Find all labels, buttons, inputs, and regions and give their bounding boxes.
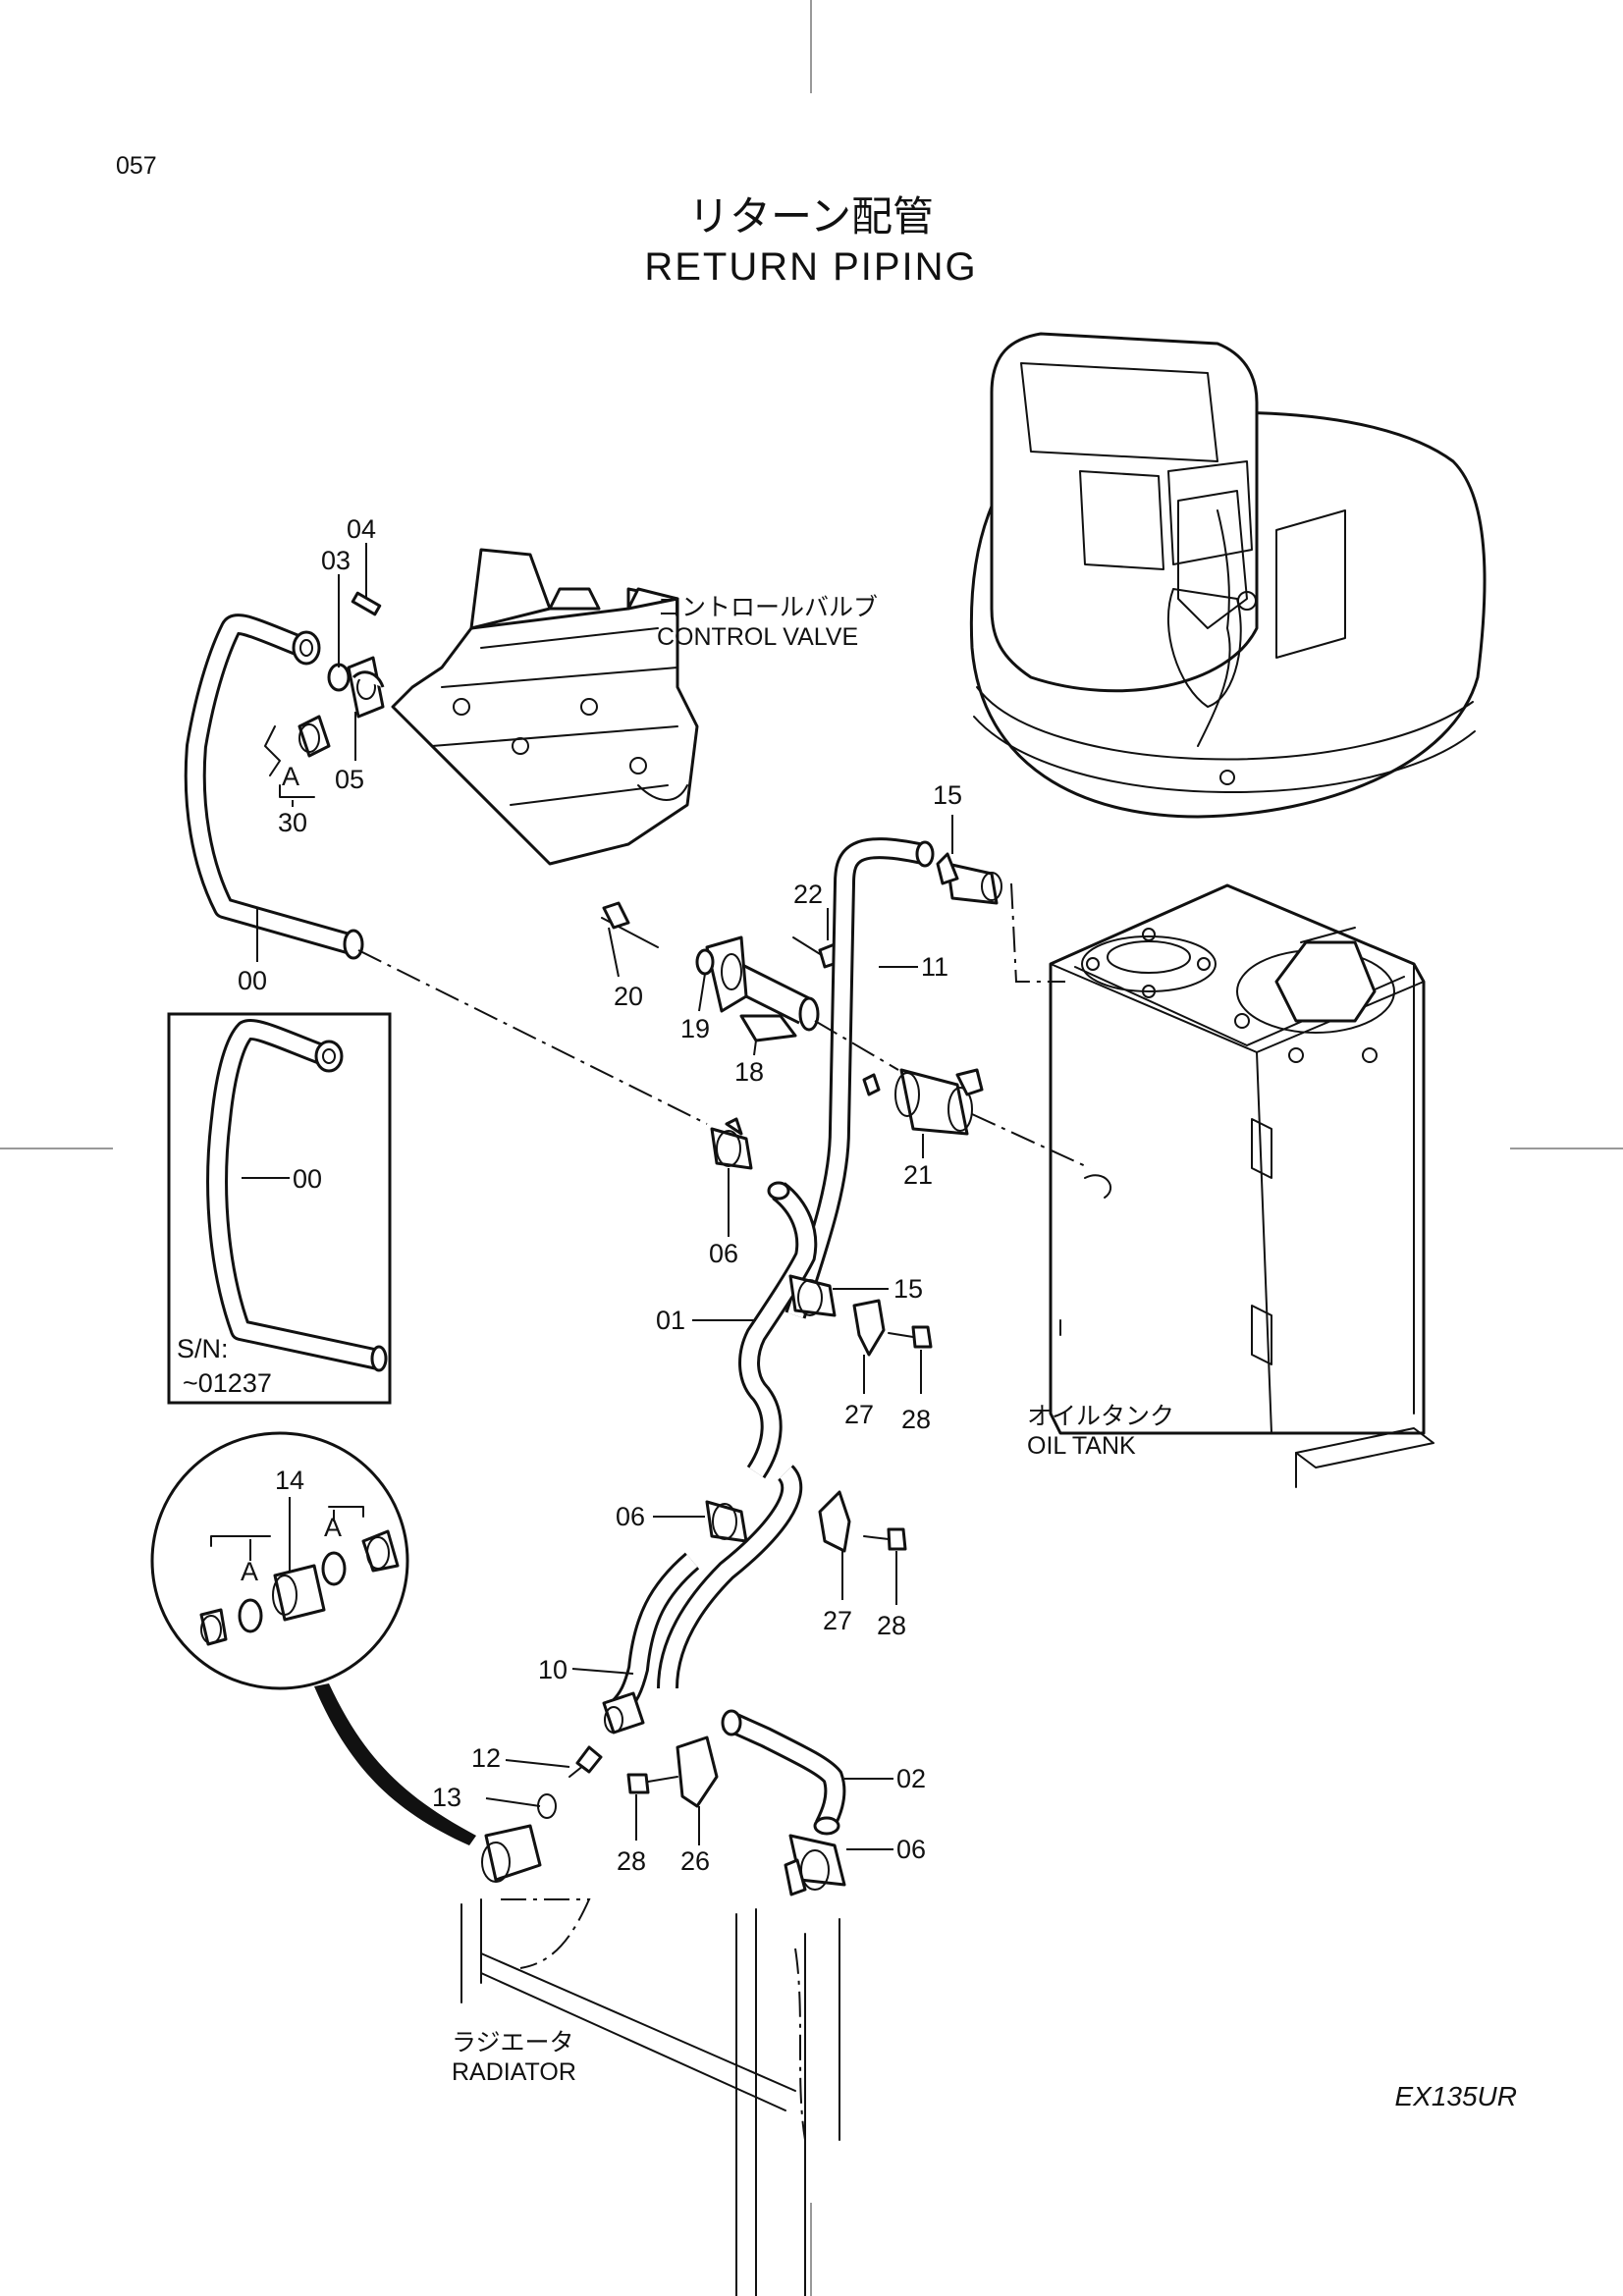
detail-circle [150,1431,476,1845]
clamp-15-middle [788,1274,837,1317]
part-18: 18 [734,1057,764,1087]
part-01: 01 [656,1306,685,1335]
clamp-06-middle [705,1500,748,1543]
title-japanese: リターン配管 [688,193,934,240]
part-06-upper: 06 [709,1239,738,1268]
part-02: 02 [896,1764,926,1793]
radiator-illustration [460,1898,840,2296]
part-12: 12 [471,1743,501,1773]
part-04: 04 [347,514,376,544]
part-28-upper: 28 [901,1405,931,1434]
part-a-upper: A [282,762,299,791]
part-27-upper: 27 [844,1400,874,1429]
detail-a-bracket-upper [279,784,315,798]
inset-serial-variant [167,1012,392,1405]
leader-lines [256,543,953,1850]
part-28-bottom: 28 [617,1846,646,1876]
fitting-12-13 [481,1745,603,1883]
title-english: RETURN PIPING [644,245,977,289]
clamp-06-lower [784,1834,846,1896]
part-26: 26 [680,1846,710,1876]
pipe-00 [184,614,364,960]
part-10: 10 [538,1655,568,1684]
control-valve-label-en: CONTROL VALVE [657,623,858,651]
bracket-27-lower [818,1490,907,1553]
hose-21 [894,1068,984,1136]
model-code: EX135UR [1394,2081,1517,2111]
radiator-label-en: RADIATOR [452,2058,576,2086]
control-valve-label-ja: コントロールバルブ [657,594,878,621]
part-11: 11 [921,952,948,982]
inset-part-00: 00 [293,1164,322,1194]
oil-tank-label-ja: オイルタンク [1027,1403,1174,1430]
bracket-27-upper [852,1299,933,1357]
pipe-01-branch [657,1465,803,1689]
part-22: 22 [793,880,823,909]
control-valve-illustration [391,548,699,866]
part-15-middle: 15 [893,1274,923,1304]
pipe-01 [738,1181,818,1479]
clamp-06-upper [710,1117,753,1170]
oil-tank-label-en: OIL TANK [1027,1432,1136,1460]
part-28-lower: 28 [877,1611,906,1640]
flange-fittings-upper [298,591,385,758]
part-00: 00 [238,966,267,995]
bracket-26 [626,1735,719,1808]
part-19: 19 [680,1014,710,1043]
detail-part-14: 14 [275,1466,304,1495]
inset-serial-value: ~01237 [183,1368,272,1398]
pipe-10 [602,1552,700,1735]
connection-lines [357,882,1091,1169]
part-13: 13 [432,1783,461,1812]
detail-mark-a-left: A [241,1557,258,1586]
part-05: 05 [335,765,364,794]
part-03: 03 [321,546,351,575]
part-21: 21 [903,1160,933,1190]
part-20: 20 [614,982,643,1011]
part-06-middle: 06 [616,1502,645,1531]
part-15-upper: 15 [933,780,962,810]
machine-overview-illustration [969,332,1487,819]
inset-serial-prefix: S/N: [177,1334,229,1363]
page-number: 057 [116,152,157,180]
detail-mark-a-right: A [324,1513,342,1542]
part-06-lower: 06 [896,1835,926,1864]
detail-a-link-upper [264,725,281,776]
oil-tank-illustration [1049,883,1434,1488]
pipe-18-assembly [601,901,841,1042]
part-27-lower: 27 [823,1606,852,1635]
radiator-label-ja: ラジエータ [452,2029,574,2056]
pipe-02 [721,1709,846,1836]
clamp-15-upper [936,852,1002,905]
part-30: 30 [278,808,307,837]
